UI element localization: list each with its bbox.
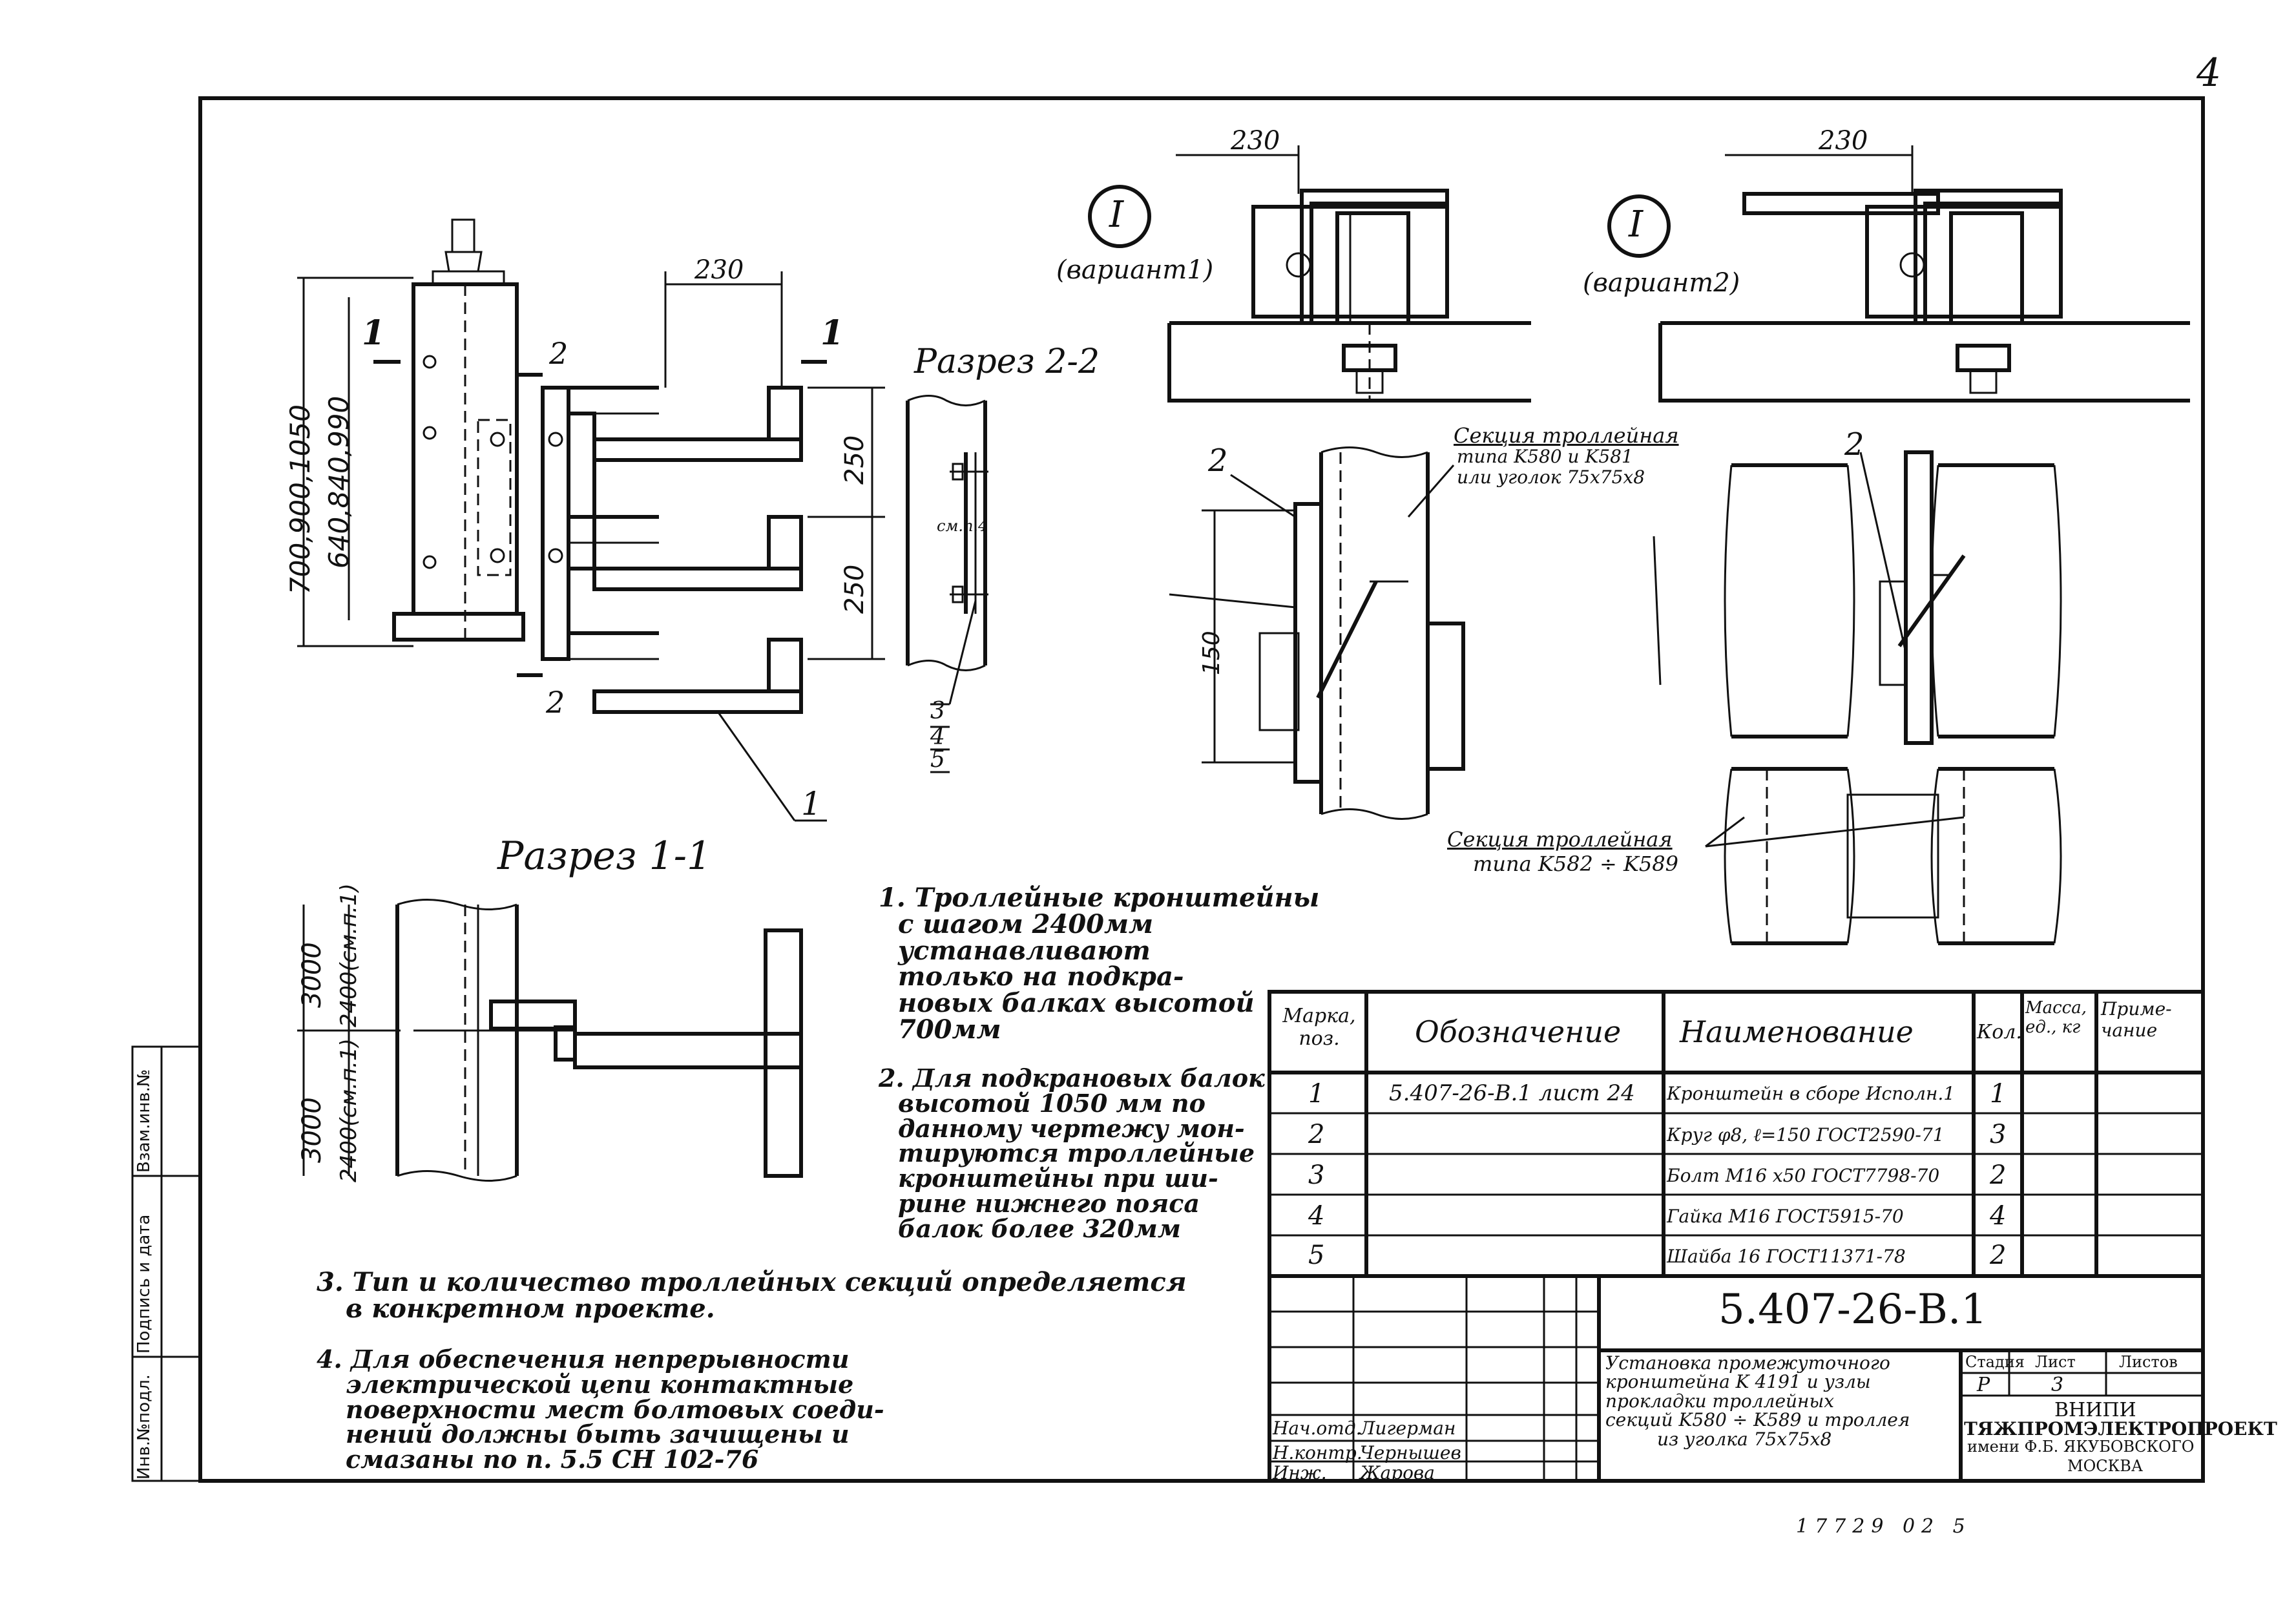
spec-header-note: Приме- чание bbox=[2101, 998, 2172, 1041]
spec-header-name: Наименование bbox=[1680, 1014, 1914, 1049]
stage-value: Р bbox=[1977, 1374, 1990, 1396]
main-view bbox=[297, 218, 885, 822]
section-mark-1-left: 1 bbox=[362, 313, 386, 353]
variant2-view bbox=[1607, 145, 2190, 403]
left-stamp-frame bbox=[131, 1045, 202, 1482]
signature-name: Чернышев bbox=[1360, 1442, 1461, 1463]
main-dim-230: 230 bbox=[694, 255, 744, 285]
sheet-label: Лист bbox=[2035, 1353, 2076, 1371]
section-2-2-pos-5: 5 bbox=[930, 746, 945, 773]
section-2-2-ref: см.п.4 bbox=[937, 517, 988, 535]
detail-left-callout-3: или уголок 75x75x8 bbox=[1457, 466, 1645, 488]
variant2-marker: I bbox=[1629, 204, 1644, 246]
stamp-sign-date: Подпись и дата bbox=[134, 1214, 154, 1354]
variant1-marker: I bbox=[1109, 194, 1124, 236]
variant1-dim: 230 bbox=[1231, 126, 1280, 156]
spec-header-designation: Обозначение bbox=[1415, 1014, 1622, 1049]
section-mark-1-right: 1 bbox=[820, 313, 844, 353]
signature-name: Лигерман bbox=[1360, 1418, 1456, 1439]
org-line-1: ВНИПИ bbox=[2054, 1399, 2136, 1421]
section-mark-2-top: 2 bbox=[549, 336, 569, 371]
spec-header-mark: Марка, поз. bbox=[1282, 1005, 1356, 1050]
stamp-inv-replace: Взам.инв.№ bbox=[134, 1069, 154, 1173]
main-dim-250-a: 250 bbox=[840, 435, 870, 485]
note-4: 4. Для обеспечения непрерывности электри… bbox=[317, 1345, 884, 1474]
variant2-dim: 230 bbox=[1819, 126, 1868, 156]
sheets-label: Листов bbox=[2119, 1353, 2178, 1371]
spec-header-mass: Масса, ед., кг bbox=[2025, 998, 2087, 1037]
section-2-2 bbox=[906, 395, 988, 773]
stamp-inv-orig: Инв.№подл. bbox=[134, 1374, 154, 1480]
section-1-1-dim-upper-b: 2400(см.п.1) bbox=[336, 883, 362, 1027]
signature-role: Инж. bbox=[1273, 1462, 1327, 1483]
signature-role: Нач.отд. bbox=[1273, 1418, 1362, 1439]
main-dim-height-outer: 700,900,1050 bbox=[284, 404, 316, 594]
sheet-number: 4 bbox=[2197, 50, 2222, 96]
section-2-2-pos-4: 4 bbox=[930, 724, 945, 750]
note-2: 2. Для подкрановых балок высотой 1050 мм… bbox=[879, 1063, 1265, 1243]
note-1: 1. Троллейные кронштейны с шагом 2400мм … bbox=[879, 883, 1320, 1045]
signature-role: Н.контр. bbox=[1273, 1442, 1362, 1463]
main-dim-250-b: 250 bbox=[840, 564, 870, 614]
note-3: 3. Тип и количество троллейных секций оп… bbox=[317, 1267, 1187, 1324]
stage-label: Стадия bbox=[1965, 1353, 2025, 1371]
detail-right-callout-1: Секция троллейная bbox=[1447, 827, 1673, 852]
section-1-1-title: Разрез 1-1 bbox=[497, 833, 712, 879]
drawing-description: Установка промежуточного кронштейна K 41… bbox=[1605, 1352, 1910, 1450]
title-block-grid bbox=[1268, 1274, 2205, 1483]
spec-header-qty: Кол. bbox=[1977, 1021, 2022, 1043]
variant1-view bbox=[1088, 145, 1531, 403]
detail-right-callout-2: типа K582 ÷ K589 bbox=[1473, 852, 1678, 876]
sheet-frame bbox=[198, 96, 2205, 1483]
signature-name: Жарова bbox=[1360, 1462, 1435, 1483]
main-dim-height-inner: 640,840,990 bbox=[323, 395, 355, 569]
detail-left-view bbox=[1169, 446, 1465, 820]
position-1-label: 1 bbox=[801, 785, 822, 822]
detail-left-callout-2: типа K580 и K581 bbox=[1457, 446, 1633, 467]
section-2-2-pos-3: 3 bbox=[930, 698, 945, 724]
section-1-1-dim-lower-b: 2400(см.п.1) bbox=[336, 1038, 362, 1182]
section-mark-2-bottom: 2 bbox=[546, 685, 565, 720]
detail-left-pos-2: 2 bbox=[1208, 443, 1228, 479]
sheet-value: 3 bbox=[2051, 1374, 2064, 1396]
variant2-label: (вариант2) bbox=[1583, 268, 1740, 298]
org-line-2: ТЯЖПРОМЭЛЕКТРОПРОЕКТ bbox=[1964, 1418, 2277, 1440]
footer-number: 17729 02 5 bbox=[1796, 1515, 1972, 1538]
detail-right-view bbox=[1653, 450, 2062, 945]
org-line-3: имени Ф.Б. ЯКУБОВСКОГО bbox=[1967, 1438, 2195, 1456]
detail-left-dim-150: 150 bbox=[1198, 631, 1225, 675]
section-1-1-dim-upper-a: 3000 bbox=[297, 942, 327, 1008]
section-2-2-title: Разрез 2-2 bbox=[914, 342, 1100, 381]
section-1-1-dim-lower-a: 3000 bbox=[297, 1097, 327, 1163]
detail-left-callout-1: Секция троллейная bbox=[1454, 423, 1679, 448]
detail-right-pos-2: 2 bbox=[1844, 426, 1864, 463]
variant1-label: (вариант1) bbox=[1056, 255, 1214, 285]
org-line-4: МОСКВА bbox=[2067, 1457, 2143, 1475]
section-1-1 bbox=[297, 899, 803, 1182]
drawing-code: 5.407-26-В.1 bbox=[1718, 1286, 1987, 1334]
